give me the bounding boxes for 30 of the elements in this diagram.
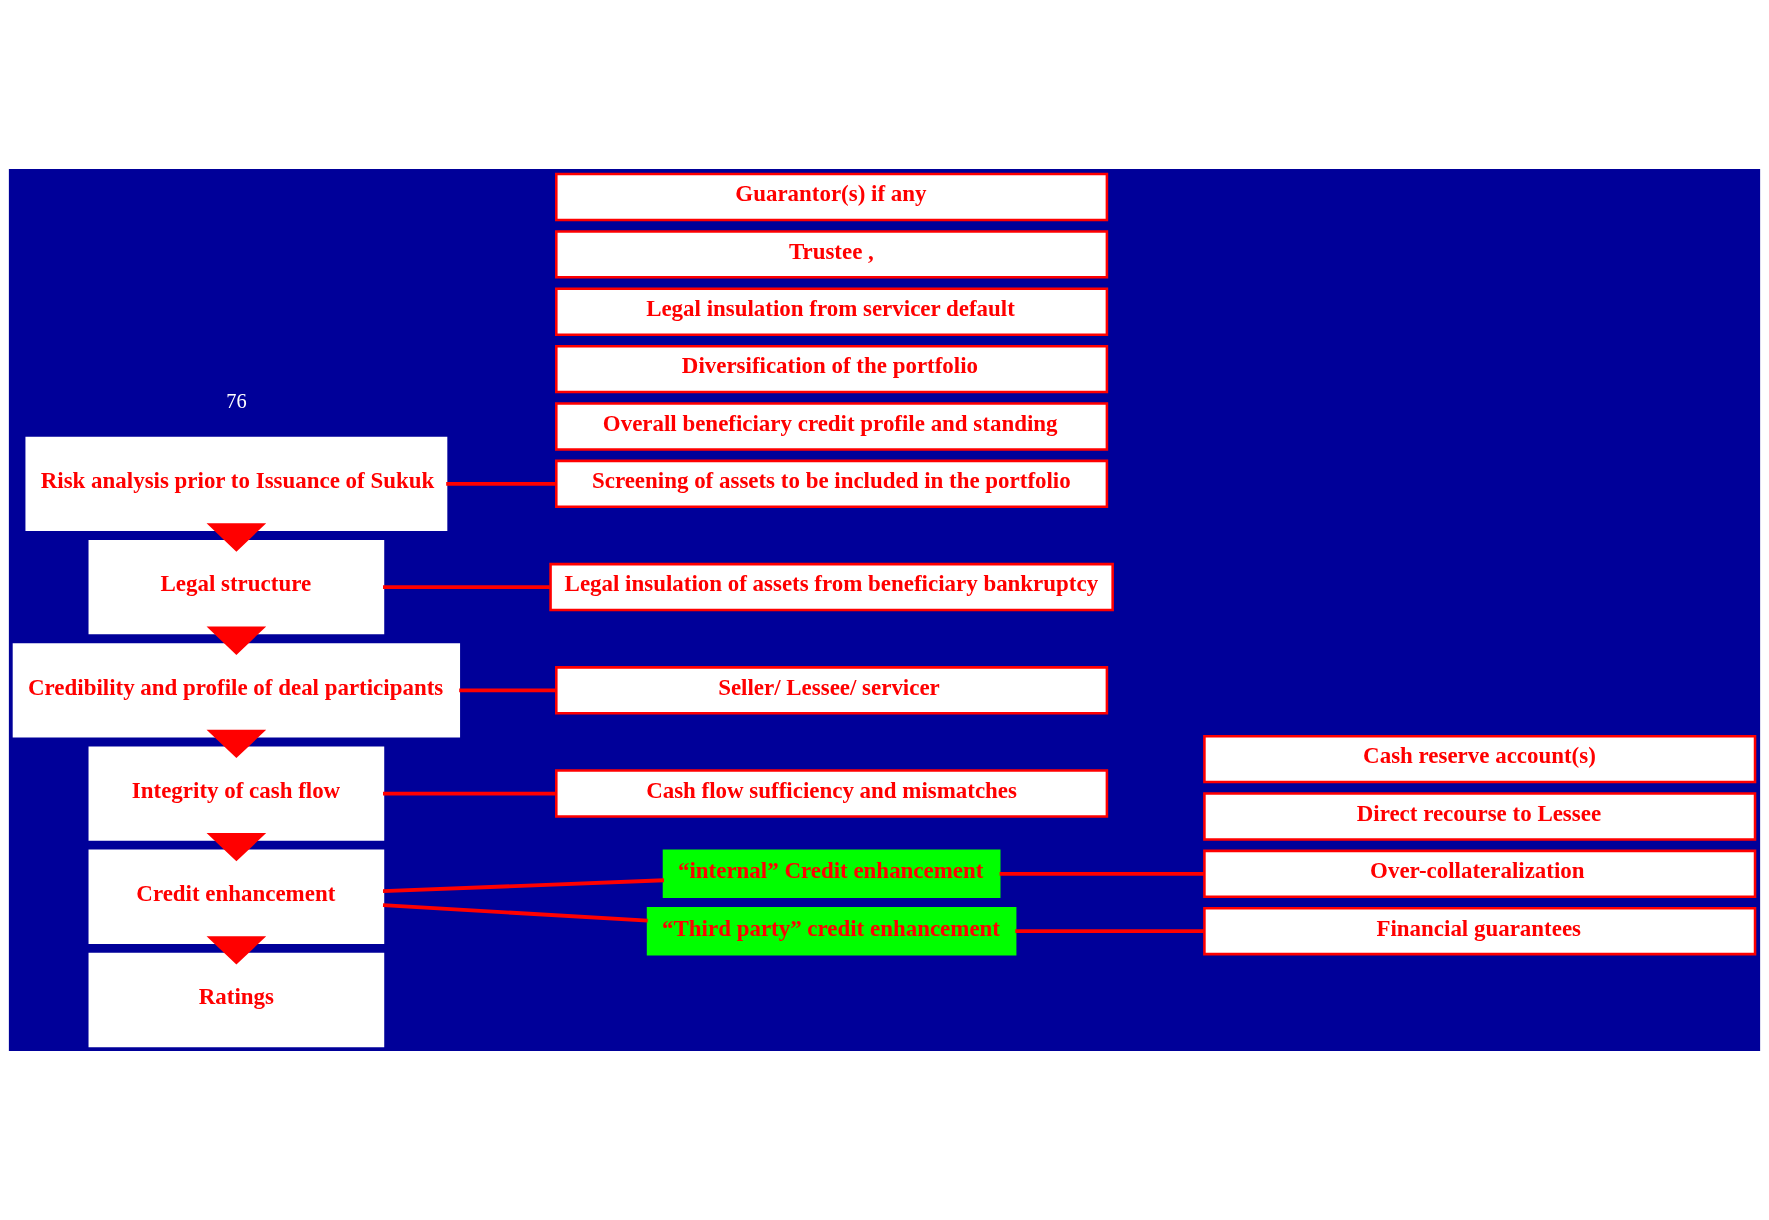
node-box: Diversification of the portfolio [555,344,1109,394]
arrow [206,523,267,552]
node-box: Legal insulation from servicer default [555,287,1109,336]
connector [382,903,648,923]
label: 76 [226,390,247,413]
connector [383,585,551,589]
arrow [206,626,267,655]
arrow [206,729,267,759]
node-box: Cash reserve account(s) [1203,734,1757,784]
node-box: Guarantor(s) if any [555,172,1109,222]
connector [382,878,665,894]
connector [999,871,1205,876]
node-box: Screening of assets to be included in the portfolio [555,459,1109,509]
node-box: Trustee , [555,230,1109,279]
node-box: Ratings [88,952,385,1048]
node-box: “internal” Credit enhancement [662,849,1001,899]
node-box: Over-collateralization [1203,849,1757,899]
node-box: Financial guarantees [1203,906,1757,956]
node-box: Overall beneficiary credit profile and standing [555,402,1109,451]
arrow [206,936,267,965]
node-box: “Third party” credit enhancement [646,906,1017,956]
connector [1015,929,1205,934]
connector [383,791,556,796]
node-box: Cash flow sufficiency and mismatches [555,769,1109,818]
connector [459,688,556,693]
arrow [206,832,267,862]
node-box: Legal insulation of assets from beneficiary bankruptcy [549,562,1114,612]
connector [446,481,556,486]
node-box: Direct recourse to Lessee [1203,792,1757,841]
node-box: Seller/ Lessee/ servicer [555,666,1109,715]
